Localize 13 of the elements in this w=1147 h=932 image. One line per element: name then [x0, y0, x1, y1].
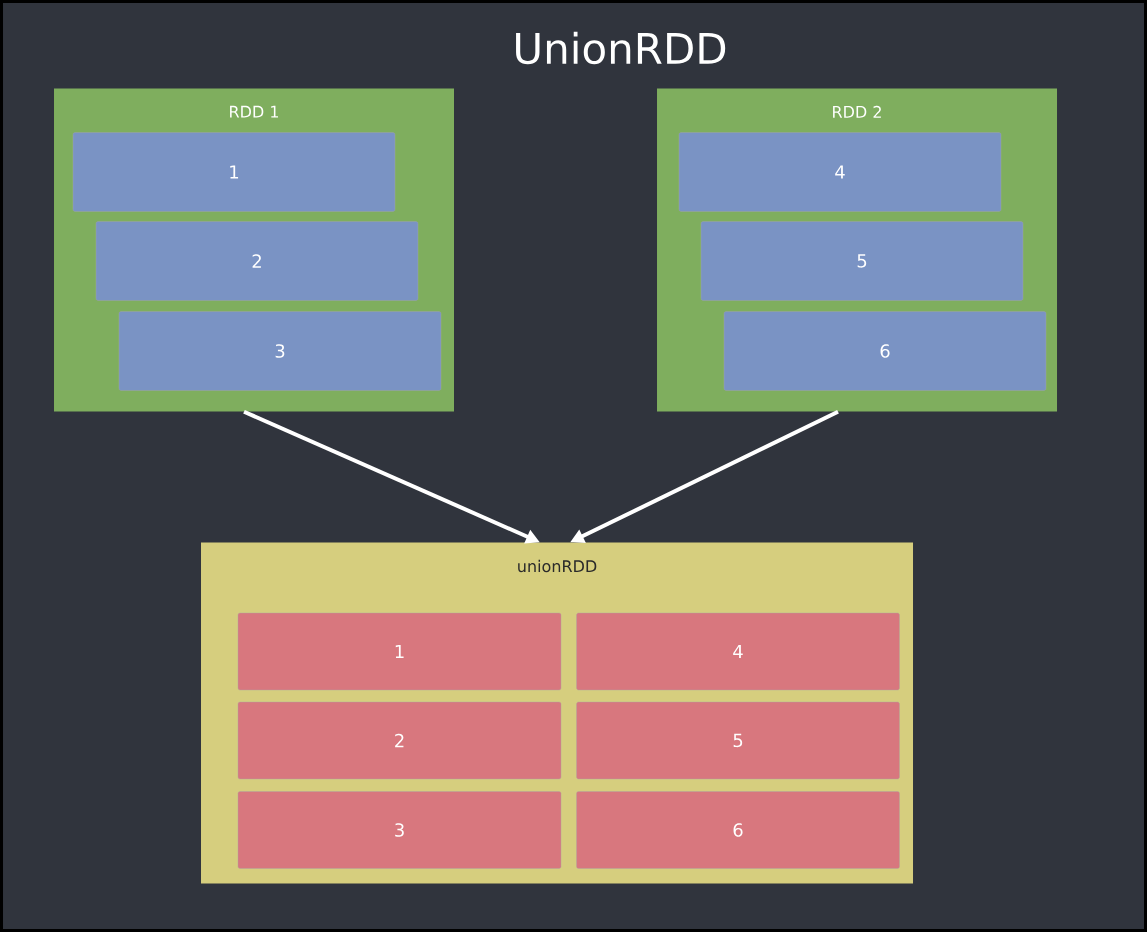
partition-box: 6: [576, 791, 900, 869]
partition-box: 4: [576, 612, 900, 691]
partition-box: 1: [237, 612, 562, 691]
partition-box: 4: [678, 132, 1002, 212]
title: UnionRDD: [516, 31, 726, 65]
partition-box: 3: [118, 311, 442, 391]
partition-box: 2: [95, 221, 419, 301]
partition-box: 5: [576, 701, 900, 780]
partition-box: 2: [237, 701, 562, 780]
partition-box: 5: [700, 221, 1024, 301]
partition-box: 6: [723, 311, 1047, 391]
partition-box: 3: [237, 791, 562, 869]
partition-box: 1: [72, 132, 396, 212]
